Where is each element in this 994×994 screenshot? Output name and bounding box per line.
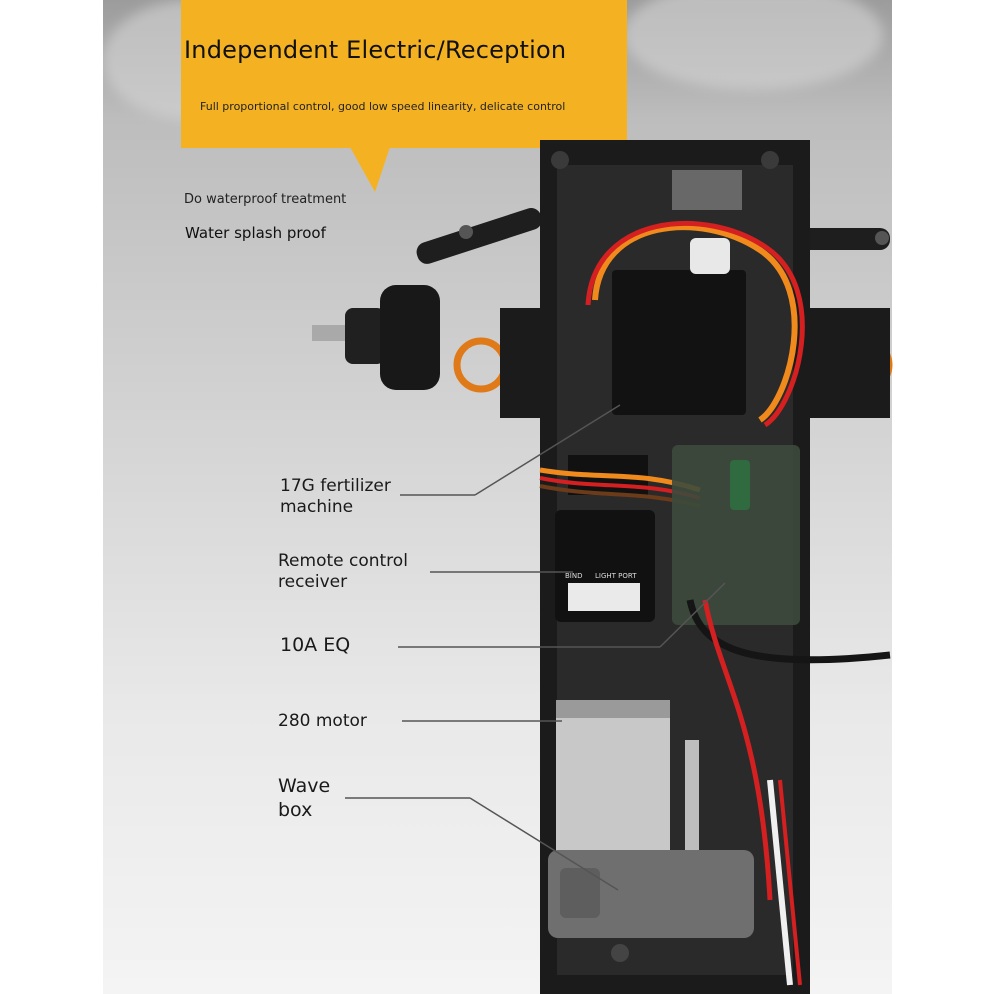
label-gearbox: Wave box: [278, 775, 331, 821]
receiver-light-port-label: LIGHT PORT: [595, 572, 637, 580]
callout-pointer: [350, 147, 390, 192]
label-receiver: Remote control receiver: [278, 551, 408, 592]
label-motor: 280 motor: [278, 711, 367, 731]
receiver-bind-label: BIND: [565, 572, 583, 580]
leader-line-esc-diag: [659, 582, 726, 648]
esc-board: [672, 445, 891, 901]
gearbox: [548, 779, 802, 986]
label-esc: 10A EQ: [280, 634, 351, 656]
title-callout-box: [181, 0, 627, 148]
label-servo: 17G fertilizer machine: [280, 476, 391, 517]
splash-proof-note: Water splash proof: [185, 224, 326, 242]
leader-line-gearbox-diag: [469, 797, 619, 891]
page-title: Independent Electric/Reception: [184, 36, 567, 64]
servo-unit: [585, 220, 805, 428]
waterproof-note: Do waterproof treatment: [184, 192, 347, 207]
motor-280: [556, 700, 699, 860]
page-subtitle: Full proportional control, good low spee…: [200, 100, 566, 113]
receiver-unit: BIND LIGHT PORT: [539, 455, 701, 622]
leader-line-servo-diag: [474, 404, 621, 496]
